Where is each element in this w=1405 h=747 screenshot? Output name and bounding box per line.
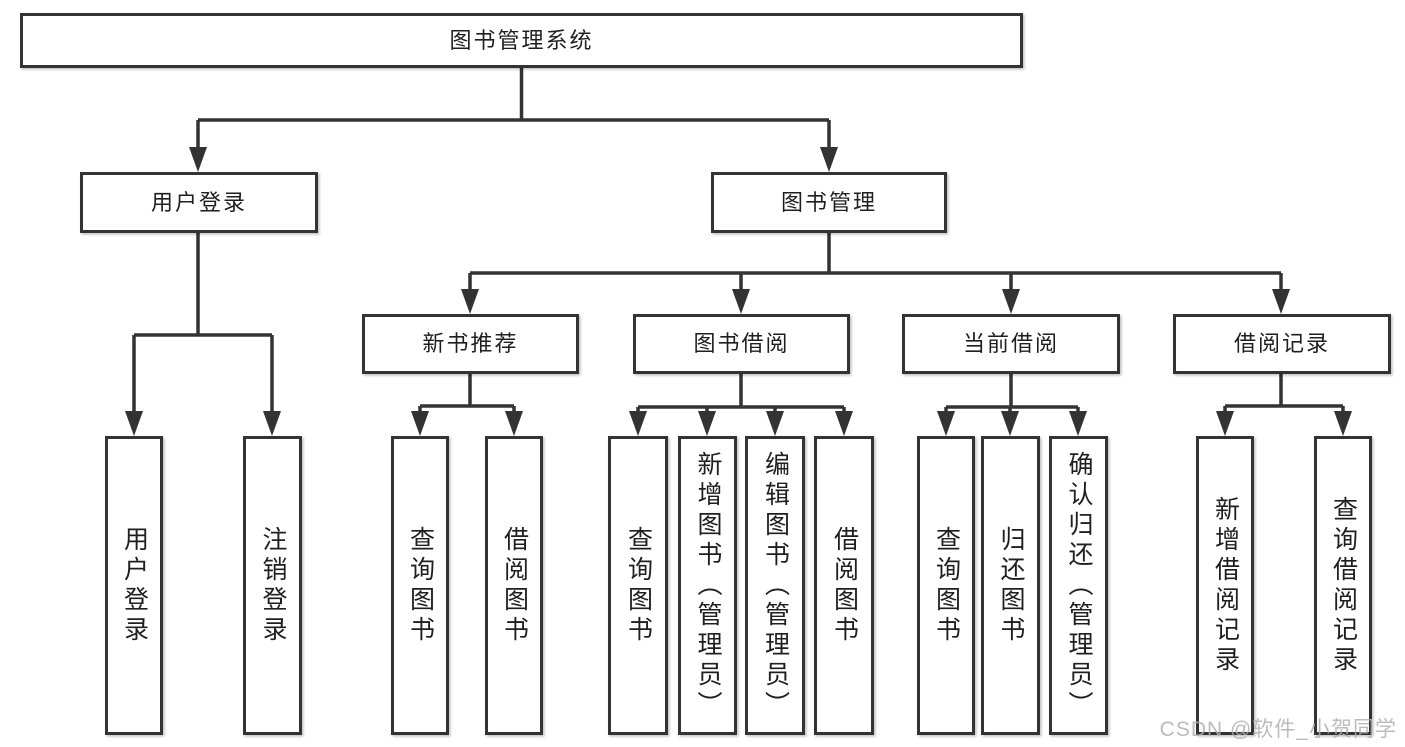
node-borrowing-records-label: 借阅记录 bbox=[1233, 331, 1330, 356]
leaf-records-query-record: 查询借阅记录 bbox=[1314, 436, 1372, 735]
leaf-records-query-record-label: 查询借阅记录 bbox=[1329, 495, 1358, 676]
leaf-borrow-add-books-admin: 新增图书（管理员） bbox=[678, 436, 737, 735]
leaf-current-confirm-return-admin: 确认归还（管理员） bbox=[1049, 436, 1108, 735]
node-new-book-recommend-label: 新书推荐 bbox=[422, 331, 519, 356]
leaf-records-add-record-label: 新增借阅记录 bbox=[1211, 495, 1240, 676]
leaf-newbooks-query-books: 查询图书 bbox=[391, 436, 449, 735]
arrowheads bbox=[125, 147, 1352, 436]
node-user-login-label: 用户登录 bbox=[150, 189, 247, 215]
leaf-current-return-books-label: 归还图书 bbox=[997, 525, 1025, 646]
node-root-label: 图书管理系统 bbox=[449, 27, 594, 53]
leaf-current-return-books: 归还图书 bbox=[981, 436, 1040, 735]
edge-bookmgmt-to-level3 bbox=[468, 233, 1283, 296]
leaf-borrow-edit-books-admin-label: 编辑图书（管理员） bbox=[761, 450, 790, 721]
edge-borrowrecords-to-leaves bbox=[1223, 374, 1345, 418]
leaf-user-login-label: 用户登录 bbox=[120, 525, 149, 646]
leaf-logout: 注销登录 bbox=[243, 436, 302, 735]
leaf-borrow-edit-books-admin: 编辑图书（管理员） bbox=[745, 436, 805, 735]
edge-bookborrow-to-leaves bbox=[636, 374, 846, 418]
leaf-logout-label: 注销登录 bbox=[259, 525, 287, 646]
leaf-borrow-add-books-admin-label: 新增图书（管理员） bbox=[694, 450, 722, 721]
edge-userlogin-to-leaves bbox=[132, 233, 274, 418]
node-book-management: 图书管理 bbox=[711, 172, 947, 233]
leaf-borrow-borrow-books-label: 借阅图书 bbox=[830, 525, 859, 646]
node-current-borrowing: 当前借阅 bbox=[902, 314, 1120, 374]
node-user-login: 用户登录 bbox=[80, 172, 318, 233]
leaf-user-login: 用户登录 bbox=[105, 436, 163, 735]
node-book-management-label: 图书管理 bbox=[780, 189, 877, 215]
node-book-borrowing-label: 图书借阅 bbox=[693, 331, 790, 356]
node-new-book-recommend: 新书推荐 bbox=[362, 314, 579, 374]
leaf-newbooks-query-books-label: 查询图书 bbox=[406, 525, 435, 646]
leaf-current-confirm-return-admin-label: 确认归还（管理员） bbox=[1065, 450, 1093, 721]
leaf-borrow-query-books-label: 查询图书 bbox=[624, 525, 653, 646]
csdn-watermark: CSDN @软件_小贺同学 bbox=[1159, 718, 1397, 741]
leaf-newbooks-borrow-books-label: 借阅图书 bbox=[500, 525, 529, 646]
leaf-current-query-books: 查询图书 bbox=[917, 436, 975, 735]
edge-root-to-level2 bbox=[196, 68, 831, 154]
leaf-records-add-record: 新增借阅记录 bbox=[1196, 436, 1254, 735]
node-current-borrowing-label: 当前借阅 bbox=[962, 331, 1059, 356]
node-book-borrowing: 图书借阅 bbox=[633, 314, 850, 374]
node-borrowing-records: 借阅记录 bbox=[1173, 314, 1391, 374]
leaf-newbooks-borrow-books: 借阅图书 bbox=[485, 436, 543, 735]
node-root: 图书管理系统 bbox=[20, 13, 1023, 68]
tree-edges bbox=[132, 68, 1345, 418]
leaf-current-query-books-label: 查询图书 bbox=[932, 525, 961, 646]
leaf-borrow-query-books: 查询图书 bbox=[608, 436, 668, 735]
edge-newbooks-to-leaves bbox=[418, 374, 516, 418]
leaf-borrow-borrow-books: 借阅图书 bbox=[814, 436, 874, 735]
